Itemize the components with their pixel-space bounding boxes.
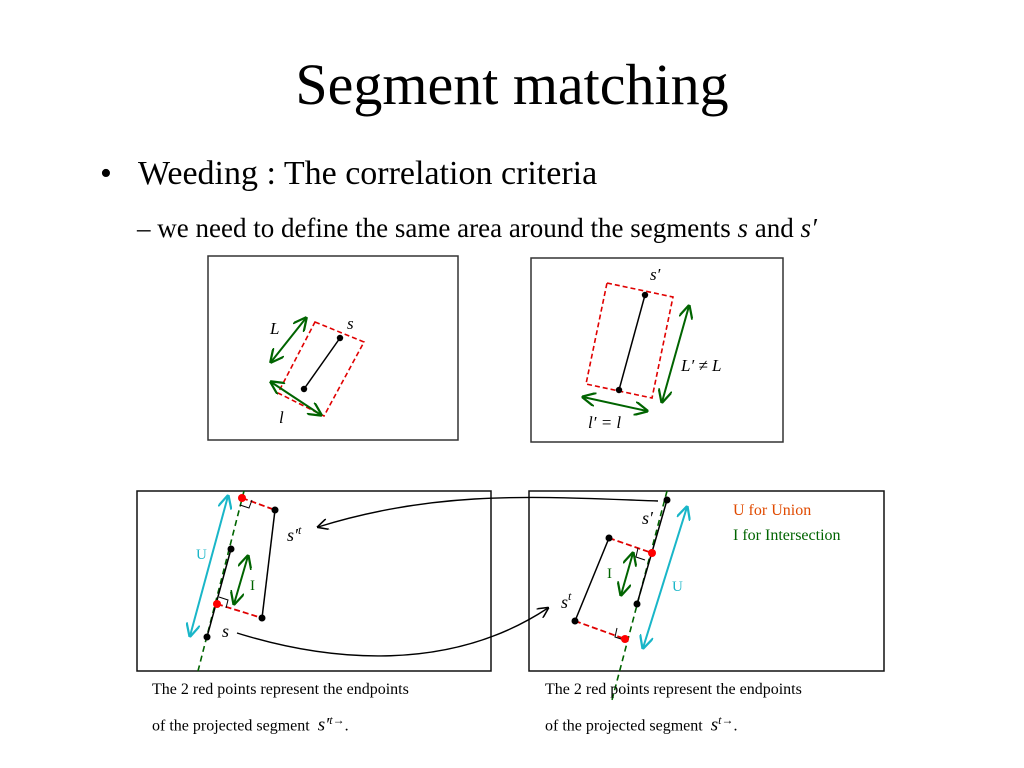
endpoint (663, 496, 671, 504)
endpoint (336, 334, 344, 342)
caption-right-sup: t→ (718, 713, 734, 727)
bullet-weeding: • Weeding : The correlation criteria (100, 152, 597, 196)
label-L: L (269, 319, 279, 338)
legend-intersection: I for Intersection (733, 527, 841, 544)
caption-right: The 2 red points represent the endpoints… (545, 675, 802, 741)
endpoint (571, 617, 579, 625)
segment-s-prime-t (261, 509, 276, 619)
red-point (648, 549, 656, 557)
dashed-rect (585, 282, 674, 399)
dashed-edge (216, 603, 263, 619)
right-angle-mark (239, 499, 253, 509)
label-U: U (196, 547, 207, 563)
sub-bullet-and: and (748, 213, 801, 243)
panel-frame (528, 490, 885, 672)
union-arrow (190, 496, 228, 636)
panel-bottom-left: U I s′t s (136, 490, 492, 672)
caption-left-sup: t→ (329, 713, 345, 727)
symbol-s-prime: s′ (800, 213, 817, 243)
endpoint (203, 633, 211, 641)
label-L-prime-neq-L: L′ ≠ L (680, 356, 721, 375)
label-l: l (279, 408, 284, 427)
union-arrow (643, 507, 687, 648)
intersection-arrow (621, 553, 633, 595)
panel-top-left: L s l (207, 255, 459, 441)
caption-right-symbol: s (710, 714, 719, 736)
bullet-text: Weeding : The correlation criteria (138, 155, 598, 192)
endpoint (605, 534, 613, 542)
caption-left-line2: of the projected segment s′t→. (152, 713, 349, 736)
panel-frame (136, 490, 492, 672)
red-point (238, 494, 246, 502)
caption-right-line2: of the projected segment st→. (545, 713, 738, 736)
bullet-marker: • (100, 155, 112, 192)
connector-arrow-to-s-prime-t (318, 496, 659, 527)
symbol-s: s (737, 213, 749, 243)
page-title: Segment matching (295, 52, 729, 117)
label-s-t: st (561, 589, 572, 612)
caption-left: The 2 red points represent the endpoints… (152, 675, 409, 741)
label-s: s (347, 314, 354, 333)
length-arrow-L (271, 318, 306, 362)
dashed-edge (241, 497, 276, 511)
endpoint (258, 614, 266, 622)
label-I: I (607, 566, 612, 582)
segment-s-prime (618, 294, 646, 391)
sub-bullet: – we need to define the same area around… (137, 210, 817, 246)
endpoint (227, 545, 235, 553)
length-arrow-L-prime (662, 306, 689, 402)
label-U: U (672, 579, 683, 595)
endpoint (615, 386, 623, 394)
label-s-prime: s′ (642, 508, 654, 528)
endpoint (271, 506, 279, 514)
endpoint (641, 291, 649, 299)
label-l-prime-eq-l: l′ = l (588, 413, 621, 432)
intersection-arrow (234, 556, 248, 604)
width-arrow-l-prime (583, 397, 647, 411)
caption-left-line1: The 2 red points represent the endpoints (152, 681, 409, 698)
connector-arrow-to-s-t (236, 608, 548, 657)
label-I: I (250, 578, 255, 594)
label-s: s (222, 621, 229, 641)
panel-bottom-right: s′ st I U U for Union I for Intersection (528, 490, 885, 701)
label-s-prime-t: s′t (287, 523, 302, 545)
endpoint (633, 600, 641, 608)
endpoint (300, 385, 308, 393)
red-point (213, 600, 221, 608)
sub-bullet-text: we need to define the same area around t… (157, 213, 738, 243)
panel-top-right: s′ L′ ≠ L l′ = l (530, 257, 784, 443)
legend-union: U for Union (733, 502, 811, 519)
width-arrow-l (271, 382, 321, 415)
label-s-prime: s′ (650, 265, 661, 284)
segment-s-t (574, 537, 610, 622)
projection-line (611, 490, 668, 701)
red-point (621, 635, 629, 643)
sub-bullet-dash: – (137, 213, 151, 243)
caption-right-line1: The 2 red points represent the endpoints (545, 681, 802, 698)
caption-left-symbol: s′ (317, 714, 330, 736)
panel-frame (530, 257, 784, 443)
